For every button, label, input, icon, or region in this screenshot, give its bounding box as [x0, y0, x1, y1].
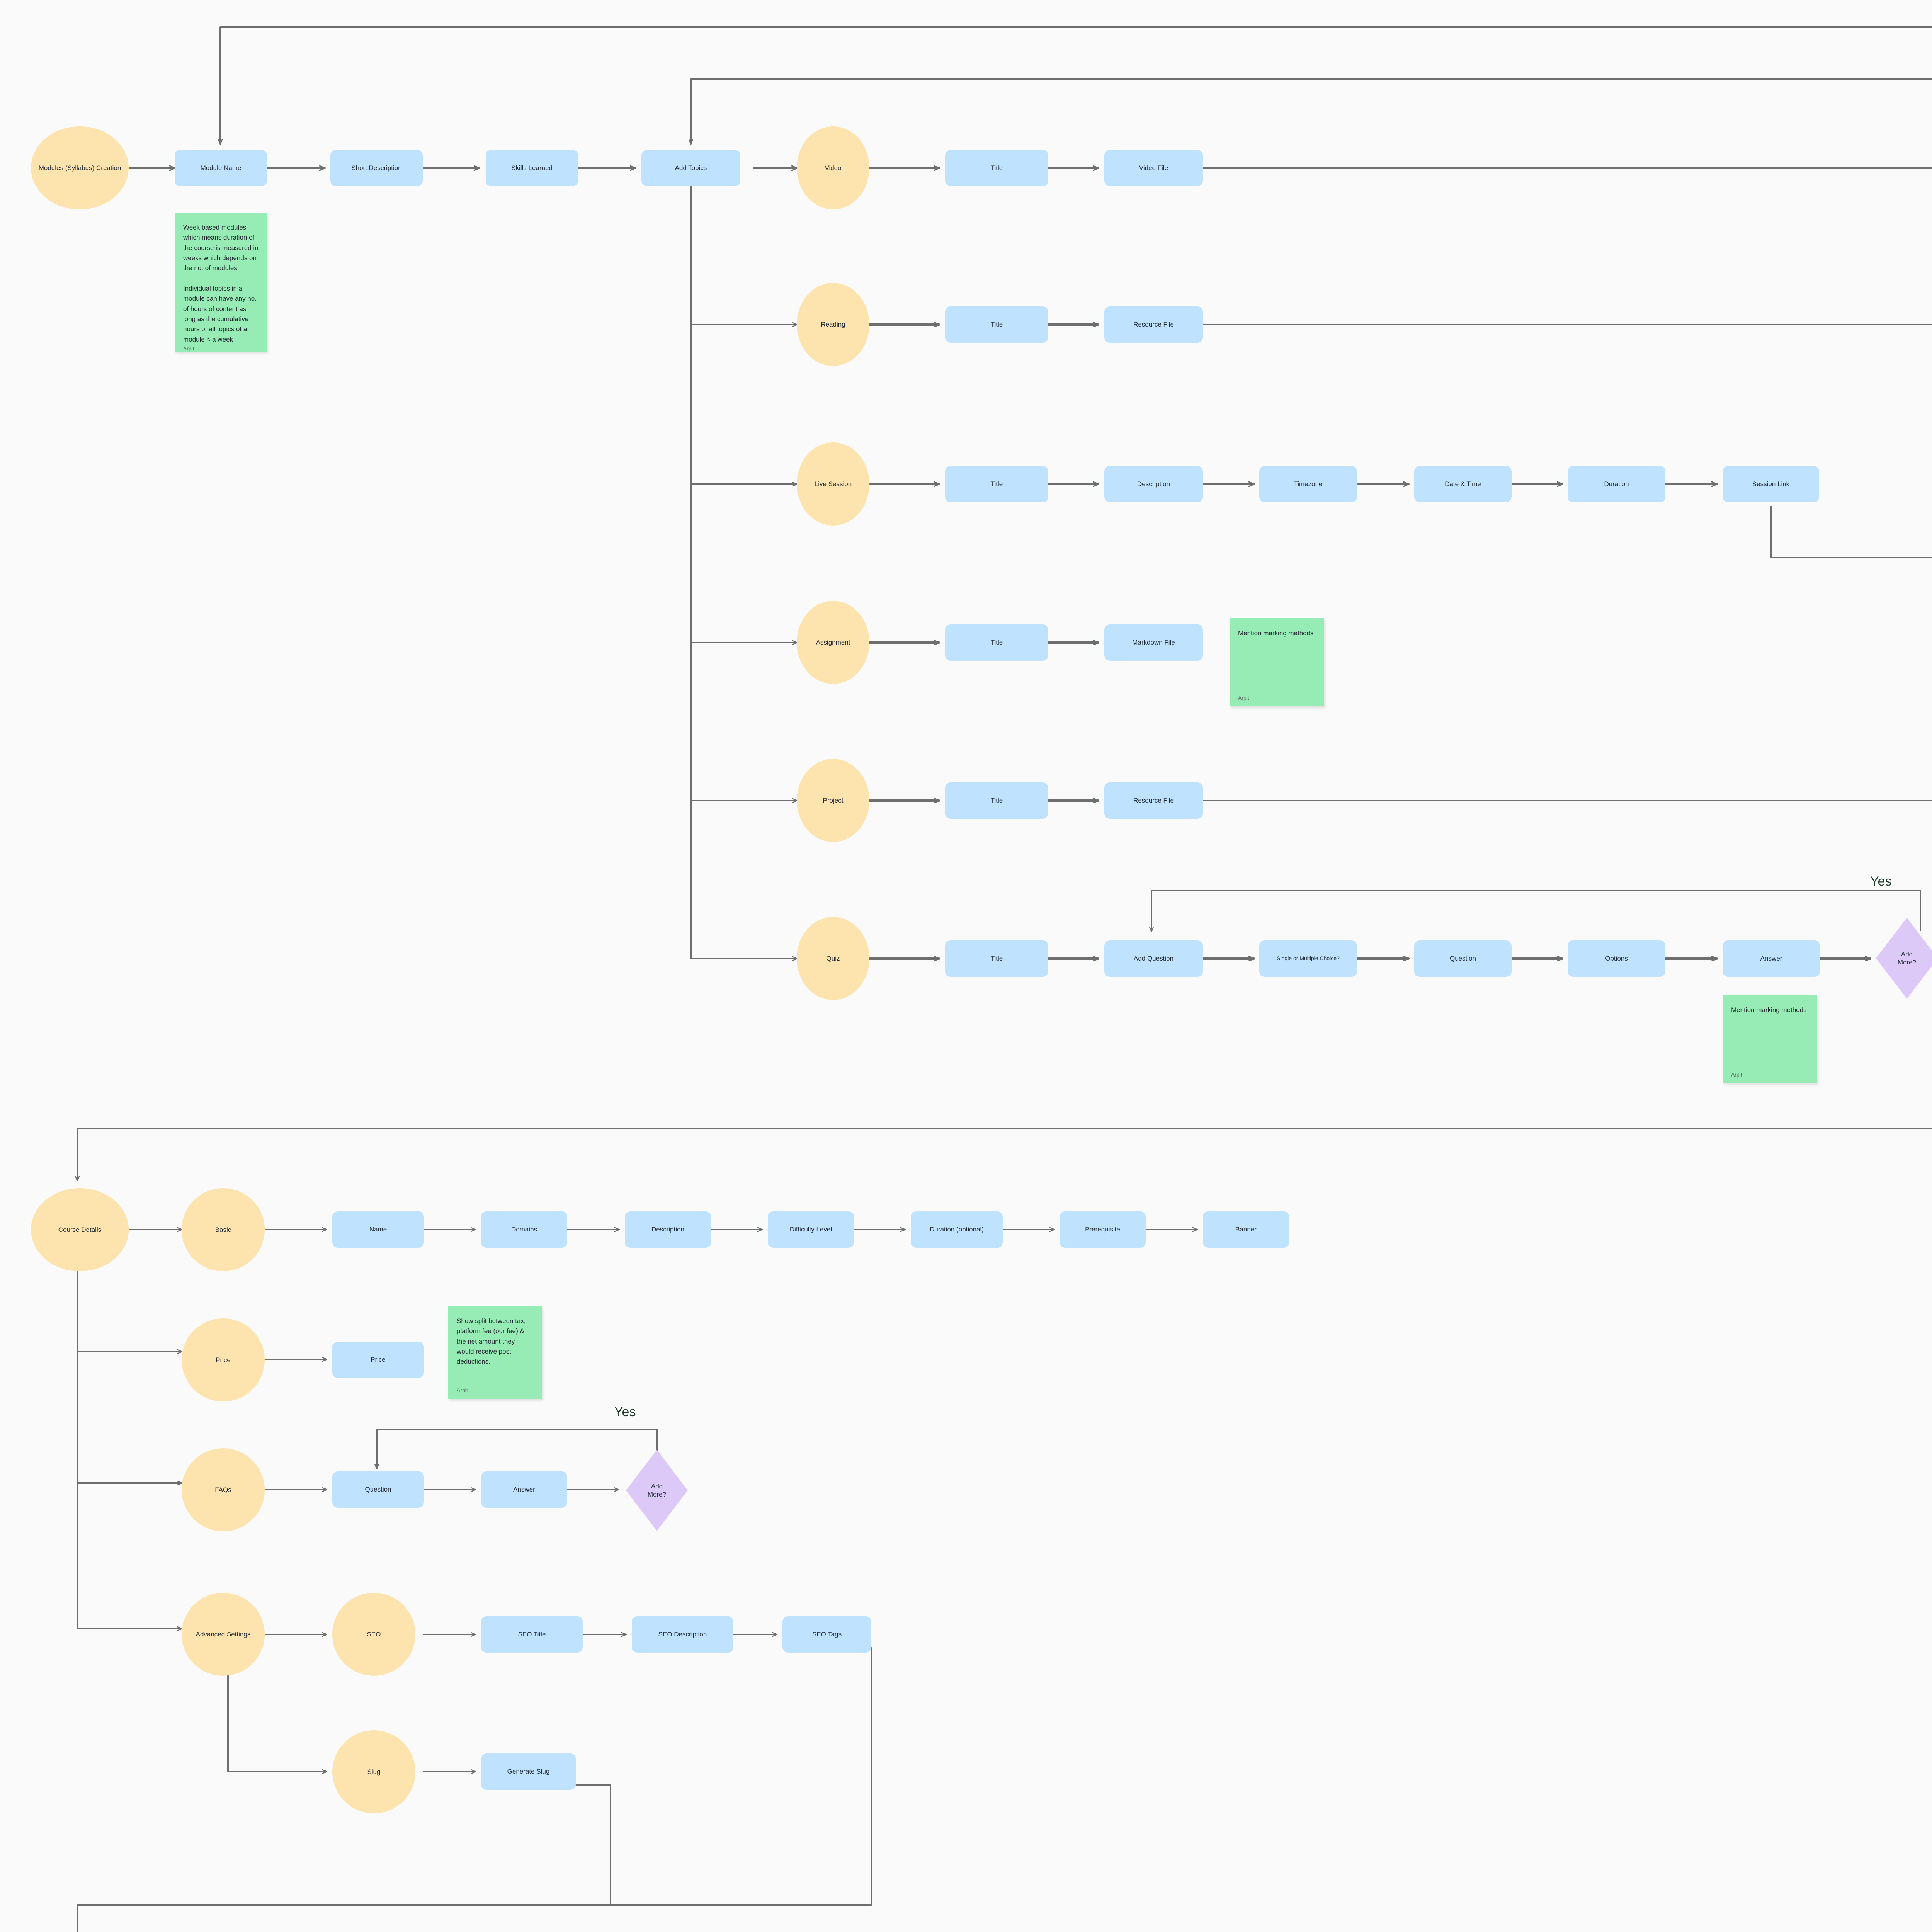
- node-quiz-title[interactable]: Title: [945, 940, 1048, 977]
- node-short-description[interactable]: Short Description: [330, 150, 423, 186]
- note-assignment: Mention marking methods Arpit: [1230, 618, 1324, 706]
- node-assignment[interactable]: Assignment: [797, 601, 869, 684]
- note-price-author: Arpit: [457, 1387, 468, 1394]
- node-live-session-link[interactable]: Session Link: [1723, 466, 1819, 502]
- node-quiz[interactable]: Quiz: [797, 917, 869, 1000]
- node-reading[interactable]: Reading: [797, 283, 869, 366]
- node-price-stage[interactable]: Price: [182, 1318, 265, 1401]
- node-faq-add-more-decision[interactable]: Add More?: [626, 1450, 688, 1531]
- node-live-description[interactable]: Description: [1104, 466, 1203, 502]
- node-course-details[interactable]: Course Details: [31, 1188, 129, 1271]
- node-faq-question[interactable]: Question: [332, 1471, 424, 1508]
- node-seo-description[interactable]: SEO Description: [632, 1616, 733, 1653]
- node-project-title[interactable]: Title: [945, 782, 1048, 819]
- node-basic-duration-optional[interactable]: Duration (optional): [911, 1211, 1003, 1248]
- node-basic[interactable]: Basic: [182, 1188, 265, 1271]
- node-reading-title[interactable]: Title: [945, 306, 1048, 343]
- node-quiz-question[interactable]: Question: [1414, 940, 1512, 977]
- node-basic-banner[interactable]: Banner: [1203, 1211, 1289, 1248]
- node-module-name[interactable]: Module Name: [175, 150, 267, 186]
- node-project[interactable]: Project: [797, 759, 869, 842]
- note-assignment-body: Mention marking methods: [1238, 629, 1314, 637]
- node-advanced-settings[interactable]: Advanced Settings: [182, 1593, 265, 1676]
- node-quiz-answer[interactable]: Answer: [1723, 940, 1820, 977]
- node-live-title[interactable]: Title: [945, 466, 1048, 502]
- node-slug[interactable]: Slug: [332, 1730, 415, 1813]
- node-faqs[interactable]: FAQs: [182, 1448, 265, 1531]
- node-add-topics[interactable]: Add Topics: [641, 150, 740, 186]
- note-assignment-author: Arpit: [1238, 695, 1249, 701]
- node-live-timezone[interactable]: Timezone: [1259, 466, 1357, 502]
- note-quiz: Mention marking methods Arpit: [1723, 995, 1817, 1083]
- node-seo-title[interactable]: SEO Title: [481, 1616, 583, 1653]
- node-video-file[interactable]: Video File: [1104, 150, 1203, 186]
- note-quiz-author: Arpit: [1731, 1071, 1742, 1078]
- node-assignment-title[interactable]: Title: [945, 624, 1048, 661]
- node-basic-prerequisite[interactable]: Prerequisite: [1060, 1211, 1146, 1248]
- node-live-duration[interactable]: Duration: [1568, 466, 1665, 502]
- note-modules-author: Arpit: [183, 345, 194, 352]
- faq-add-more-line2: More?: [647, 1491, 667, 1498]
- note-quiz-body: Mention marking methods: [1731, 1006, 1807, 1014]
- node-price-field[interactable]: Price: [332, 1342, 424, 1378]
- node-generate-slug[interactable]: Generate Slug: [481, 1753, 576, 1790]
- faq-add-more-line1: Add: [651, 1482, 663, 1490]
- node-video-title[interactable]: Title: [945, 150, 1048, 186]
- quiz-add-more-line2: More?: [1897, 959, 1917, 966]
- edge-label-quiz-add-more-yes: Yes: [1870, 874, 1892, 889]
- node-skills-learned[interactable]: Skills Learned: [486, 150, 578, 186]
- note-price-body: Show split between tax, platform fee (ou…: [457, 1317, 526, 1366]
- quiz-add-more-line1: Add: [1901, 950, 1913, 958]
- note-modules-body: Week based modules which means duration …: [183, 224, 259, 343]
- node-modules-syllabus-creation[interactable]: Modules (Syllabus) Creation: [31, 126, 129, 209]
- note-price: Show split between tax, platform fee (ou…: [448, 1306, 542, 1399]
- node-basic-name[interactable]: Name: [332, 1211, 424, 1248]
- node-quiz-add-question[interactable]: Add Question: [1104, 940, 1203, 977]
- node-live-session[interactable]: Live Session: [797, 442, 869, 526]
- node-reading-resource-file[interactable]: Resource File: [1104, 306, 1203, 343]
- node-seo[interactable]: SEO: [332, 1593, 415, 1676]
- node-seo-tags[interactable]: SEO Tags: [782, 1616, 871, 1653]
- node-quiz-add-more-decision[interactable]: Add More?: [1876, 918, 1932, 999]
- node-faq-answer[interactable]: Answer: [481, 1471, 567, 1508]
- node-quiz-choice-type[interactable]: Single or Multiple Choice?: [1259, 940, 1357, 977]
- node-basic-difficulty-level[interactable]: Difficulty Level: [768, 1211, 854, 1248]
- edge-label-faq-add-more-yes: Yes: [614, 1405, 636, 1419]
- node-quiz-options[interactable]: Options: [1568, 940, 1665, 977]
- node-basic-description[interactable]: Description: [625, 1211, 711, 1248]
- node-live-date-time[interactable]: Date & Time: [1414, 466, 1512, 502]
- node-project-resource-file[interactable]: Resource File: [1104, 782, 1203, 819]
- node-basic-domains[interactable]: Domains: [481, 1211, 567, 1248]
- note-modules: Week based modules which means duration …: [175, 213, 267, 352]
- node-video[interactable]: Video: [797, 126, 869, 209]
- node-assignment-markdown-file[interactable]: Markdown File: [1104, 624, 1203, 661]
